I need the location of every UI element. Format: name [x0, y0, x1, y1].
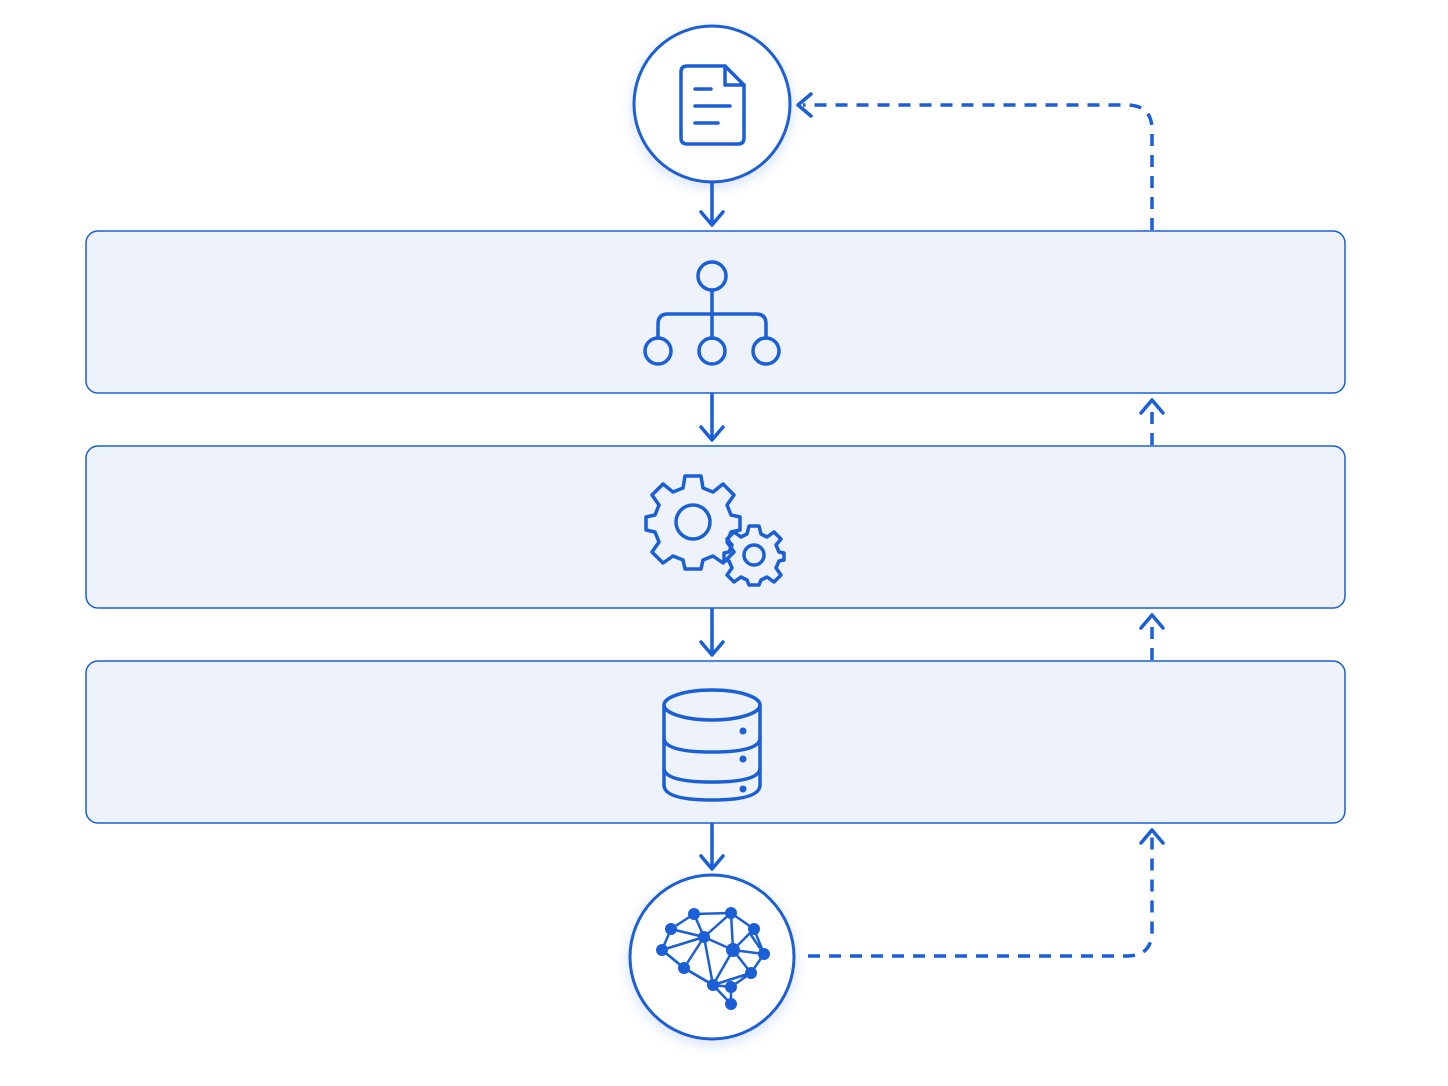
gears-icon: [644, 474, 786, 587]
output-node: [628, 873, 796, 1041]
feedback-layer-1-to-input: [796, 92, 1154, 230]
arrow-layer-2-to-layer-3: [699, 607, 725, 657]
layer-box-1: [85, 230, 1346, 394]
neural-brain-icon: [656, 907, 770, 1010]
input-node: [632, 24, 792, 184]
arrow-input-to-layer-1: [699, 180, 725, 227]
arrow-layer-1-to-layer-2: [699, 392, 725, 442]
layer-box-2: [85, 445, 1346, 609]
hierarchy-icon: [643, 260, 781, 366]
arrow-layer-3-to-output: [699, 822, 725, 871]
database-icon: [662, 688, 762, 802]
layer-box-3: [85, 660, 1346, 824]
feedback-layer-2-to-layer-1: [1139, 398, 1165, 445]
document-icon: [679, 64, 746, 146]
feedback-output-to-layer-3: [808, 828, 1165, 958]
feedback-layer-3-to-layer-2: [1139, 613, 1165, 660]
